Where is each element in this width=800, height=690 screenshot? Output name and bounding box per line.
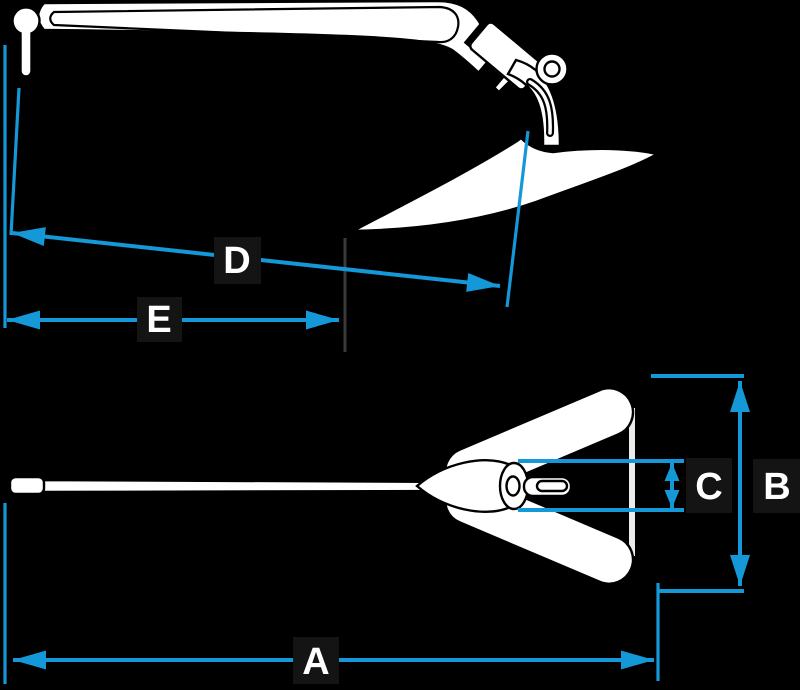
dimension-c-label: C bbox=[695, 466, 722, 508]
dimension-c-arrow-bottom bbox=[664, 490, 680, 508]
dimension-a: A bbox=[13, 637, 654, 684]
dimension-c-label-box bbox=[686, 458, 732, 513]
dimension-d-label: D bbox=[223, 240, 250, 282]
dimension-c-arrow-top bbox=[664, 463, 680, 481]
dimension-e-label: E bbox=[146, 299, 171, 341]
dimension-e-arrow-right bbox=[306, 310, 339, 330]
dimension-d-arrow-left bbox=[12, 227, 46, 247]
side-shank bbox=[36, 0, 516, 94]
pivot-pin bbox=[543, 60, 561, 78]
dimension-a-label-box bbox=[293, 637, 339, 684]
dimension-e-label-box bbox=[137, 297, 182, 342]
anchor-top-view bbox=[8, 387, 635, 585]
extension-line-pin-diagonal bbox=[9, 87, 21, 236]
dimension-d: D bbox=[11, 227, 501, 292]
extension-line-fluke-diagonal bbox=[505, 130, 530, 308]
dimension-b-arrow-top bbox=[730, 381, 750, 412]
dimension-b-label: B bbox=[763, 466, 790, 508]
dimension-d-label-box bbox=[214, 237, 261, 284]
dimension-b: B bbox=[651, 374, 800, 593]
slot-piece-slot bbox=[535, 479, 569, 493]
dimension-a-arrow-right bbox=[621, 650, 654, 670]
anchor-side-view bbox=[11, 0, 661, 233]
dimension-annotations: D E A B bbox=[3, 45, 800, 684]
top-shank-end-cap bbox=[8, 475, 46, 496]
pivot-bracket-slot-inner bbox=[528, 80, 552, 135]
side-shank-inner-outline bbox=[49, 5, 460, 44]
top-shank-bar bbox=[41, 478, 474, 494]
dimension-a-arrow-left bbox=[13, 650, 46, 670]
shackle-pin bbox=[11, 6, 41, 78]
dimension-a-label: A bbox=[302, 641, 329, 683]
clevis-notch-lower bbox=[474, 62, 504, 92]
pivot-hole bbox=[505, 475, 521, 497]
dimension-e-arrow-left bbox=[7, 310, 40, 330]
dimension-b-label-box bbox=[753, 459, 800, 513]
dimension-e: E bbox=[7, 297, 339, 342]
dimension-b-arrow-bottom bbox=[730, 555, 750, 586]
dimension-c: C bbox=[518, 458, 732, 513]
fluke-blade bbox=[352, 136, 661, 233]
dimension-d-arrow-right bbox=[466, 272, 500, 292]
